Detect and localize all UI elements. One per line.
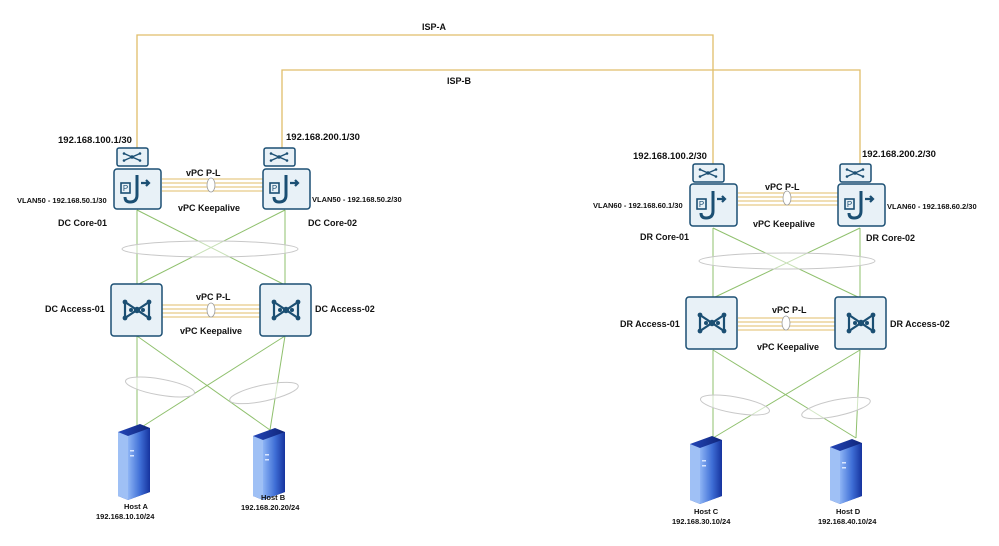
host-c-server-icon[interactable]: [690, 436, 722, 504]
dr-core-01-vlan: VLAN60 - 192.168.60.1/30: [593, 201, 683, 210]
dc-core-01-name: DC Core-01: [58, 218, 107, 228]
dr-core-vpc-keepalive-label: vPC Keepalive: [753, 219, 815, 229]
dr-core-vpc-ellipse: [698, 252, 876, 270]
dc-access-vpc-pl-label: vPC P-L: [196, 292, 231, 302]
dr-core-01-ip: 192.168.100.2/30: [633, 151, 707, 162]
dc-core-vpc-ellipse: [121, 240, 299, 258]
dc-host-b-ellipse: [229, 381, 299, 405]
host-d-ip: 192.168.40.10/24: [818, 517, 877, 526]
dr-core-02-vlan: VLAN60 - 192.168.60.2/30: [887, 202, 977, 211]
host-a-server-icon[interactable]: [118, 424, 150, 500]
host-d-name: Host D: [836, 507, 861, 516]
dc-core-vpc-keepalive-label: vPC Keepalive: [178, 203, 240, 213]
dr-access-01-device[interactable]: [685, 296, 738, 350]
dr-core-02-ip: 192.168.200.2/30: [862, 149, 936, 160]
dc-core-vpc-bundle: [206, 177, 216, 193]
isp-a-link: [136, 34, 714, 165]
host-a-name: Host A: [124, 502, 148, 511]
dr-core-vpc-pl-label: vPC P-L: [765, 182, 800, 192]
host-d-server-icon[interactable]: [830, 439, 862, 504]
dc-core-01-ip: 192.168.100.1/30: [58, 135, 132, 146]
isp-b-label: ISP-B: [447, 76, 472, 86]
host-b-ip: 192.168.20.20/24: [241, 503, 300, 512]
dr-access-vpc-keepalive-label: vPC Keepalive: [757, 342, 819, 352]
dc-access-02-name: DC Access-02: [315, 304, 375, 314]
host-c-ip: 192.168.30.10/24: [672, 517, 731, 526]
dc-core-01-vlan: VLAN50 - 192.168.50.1/30: [17, 196, 107, 205]
dr-core-vpc-bundle: [782, 190, 792, 206]
dc-core-vpc-pl-label: vPC P-L: [186, 168, 221, 178]
dr-core-02-name: DR Core-02: [866, 233, 915, 243]
dc-host-a-ellipse: [125, 376, 195, 398]
dr-access-vpc-bundle: [781, 315, 791, 331]
dc-core-02-device[interactable]: [262, 147, 311, 210]
host-b-server-icon[interactable]: [253, 428, 285, 500]
dc-access-01-name: DC Access-01: [45, 304, 105, 314]
isp-b-link: [281, 69, 861, 165]
isp-a-label: ISP-A: [422, 22, 447, 32]
dc-core-02-vlan: VLAN50 - 192.168.50.2/30: [312, 195, 402, 204]
dr-core-01-device[interactable]: [689, 163, 738, 227]
dr-core-01-name: DR Core-01: [640, 232, 689, 242]
dc-core-01-device[interactable]: [113, 147, 162, 210]
host-b-name: Host B: [261, 493, 286, 502]
dr-access-host-links: [712, 349, 861, 439]
dr-host-c-ellipse: [700, 394, 770, 416]
dr-host-d-ellipse: [801, 396, 871, 420]
host-c-name: Host C: [694, 507, 719, 516]
dc-access-02-device[interactable]: [259, 283, 312, 337]
dc-access-vpc-keepalive-label: vPC Keepalive: [180, 326, 242, 336]
dc-core-02-ip: 192.168.200.1/30: [286, 132, 360, 143]
dr-core-02-device[interactable]: [837, 163, 886, 227]
dr-access-02-device[interactable]: [834, 296, 887, 350]
dc-access-vpc-bundle: [206, 302, 216, 318]
dr-access-01-name: DR Access-01: [620, 319, 680, 329]
dr-access-vpc-pl-label: vPC P-L: [772, 305, 807, 315]
dr-access-02-name: DR Access-02: [890, 319, 950, 329]
host-a-ip: 192.168.10.10/24: [96, 512, 155, 521]
dc-core-02-name: DC Core-02: [308, 218, 357, 228]
dc-access-01-device[interactable]: [110, 283, 163, 337]
